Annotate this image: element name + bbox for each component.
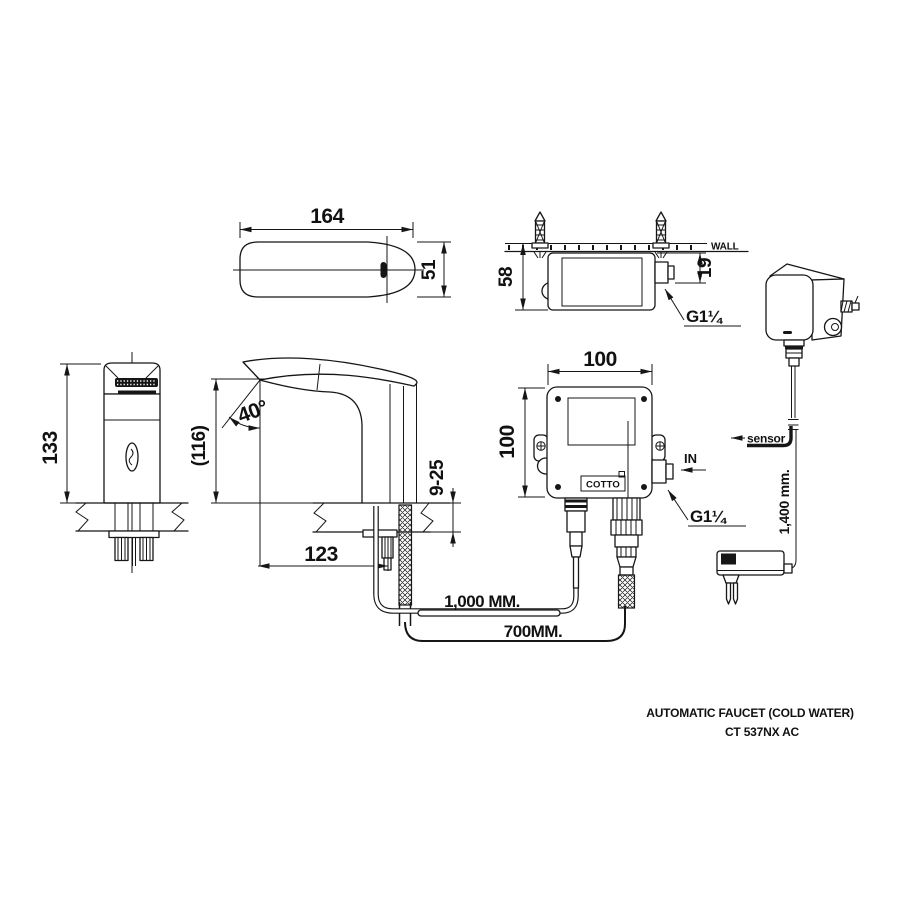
fitting-label: G1¼ <box>686 307 724 326</box>
sensor-plug-connector <box>564 497 588 589</box>
front-stud <box>114 536 129 562</box>
model-number: CT 537NX AC <box>725 725 800 739</box>
side-flange <box>362 529 398 538</box>
box-side-outline <box>547 252 656 311</box>
inlet-fitting-tip <box>665 463 674 480</box>
inlet-fitting <box>651 459 667 484</box>
box-screw <box>641 396 647 402</box>
box-outline <box>546 386 653 499</box>
box-side-inner <box>561 257 643 307</box>
valve-unit: sensor 1,400 mm. <box>716 263 860 605</box>
valve-cable-connector <box>783 339 805 367</box>
valve-indicator <box>783 331 792 334</box>
valve-knob <box>823 317 843 337</box>
box-side-fitting <box>654 261 669 284</box>
box-screw <box>555 396 561 402</box>
sensor-label: sensor <box>747 432 786 446</box>
plan-sensor-window <box>380 262 387 278</box>
dim-label-58: 58 <box>496 267 517 287</box>
fitting-label: G1¼ <box>690 507 728 526</box>
angle-arc <box>228 416 261 431</box>
front-sensor-glyph <box>128 448 134 466</box>
braided-connector-end <box>617 574 636 609</box>
brand-label: COTTO <box>586 480 620 491</box>
flat-cable-bar <box>417 609 561 617</box>
hose-label: 700MM. <box>504 622 562 641</box>
spout-blade <box>242 357 418 387</box>
sensor-cable-label: 1,000 MM. <box>444 592 520 611</box>
dim-label-925: 9-25 <box>427 459 448 496</box>
deck-break <box>171 502 185 532</box>
dim-label-116: (116) <box>189 425 210 466</box>
leader-line <box>664 288 685 321</box>
valve-outlet-fitting <box>840 295 860 313</box>
drawing-title: AUTOMATIC FAUCET (COLD WATER) <box>646 706 854 720</box>
mount-tab-right <box>650 434 666 462</box>
adapter-neck <box>722 574 740 584</box>
box-screw <box>555 484 561 490</box>
title-block: AUTOMATIC FAUCET (COLD WATER) CT 537NX A… <box>646 706 854 739</box>
dim-label-100w: 100 <box>583 348 617 371</box>
front-shanks <box>114 503 154 531</box>
body-front-edge <box>259 379 363 504</box>
braided-hose-section <box>398 504 413 606</box>
front-view: 133 <box>39 352 189 573</box>
deck-break <box>420 502 434 533</box>
top-view: 164 51 <box>233 205 451 303</box>
adapter-prong <box>732 582 739 605</box>
adapter-cable-nub <box>783 563 793 574</box>
power-adapter <box>716 550 793 605</box>
mount-tab-left <box>533 434 549 462</box>
valve-front-face <box>765 274 814 341</box>
box-screw <box>641 484 647 490</box>
front-hose-lines <box>132 537 136 566</box>
front-cap-facets <box>105 365 159 379</box>
brand-logo: COTTO <box>580 471 626 492</box>
body-back-edges <box>389 383 417 503</box>
dim-label-133: 133 <box>39 431 62 465</box>
front-aerator <box>115 378 158 387</box>
hose-connector <box>610 497 643 609</box>
brand-logo-mark <box>618 471 625 478</box>
blade-seam <box>316 363 321 391</box>
braided-hose <box>398 504 413 606</box>
deck-break <box>75 502 89 532</box>
adapter-prong <box>725 582 732 605</box>
valve-cable-upper <box>788 366 799 430</box>
side-view: 40° (116) 9-25 123 <box>189 357 461 571</box>
front-cap-band <box>118 390 156 395</box>
dim-label-length: 164 <box>310 205 344 228</box>
wall-mount-view: WALL 58 19 G1¼ <box>496 211 749 327</box>
control-box: COTTO IN G1¼ 100 100 <box>496 348 746 609</box>
sensor-cable-stub <box>747 426 793 448</box>
box-window <box>567 397 636 446</box>
dim-label-123: 123 <box>304 543 338 566</box>
hose-run-line <box>404 606 626 642</box>
dim-label-100h: 100 <box>496 425 519 459</box>
angle-ref-slanted <box>221 379 261 429</box>
wall-label: WALL <box>711 242 739 253</box>
front-sensor-window <box>125 442 139 472</box>
dim-label-width: 51 <box>419 259 440 280</box>
anchor-screw-left <box>531 211 549 259</box>
dim-label-19: 19 <box>695 258 716 278</box>
front-flange <box>108 530 160 539</box>
leader-line <box>667 489 689 521</box>
box-side-fitting-tip <box>667 265 675 280</box>
spout-tip-face <box>242 361 261 381</box>
valve-knob-inner <box>831 323 839 331</box>
deck-break <box>313 502 327 533</box>
cable-length-label: 1,400 mm. <box>776 469 792 534</box>
inlet-label: IN <box>684 451 697 466</box>
cable-runs: 1,000 MM. 700MM. <box>373 504 626 642</box>
front-stud <box>139 536 154 562</box>
anchor-screw-right <box>652 211 670 259</box>
angle-label: 40° <box>235 396 271 428</box>
